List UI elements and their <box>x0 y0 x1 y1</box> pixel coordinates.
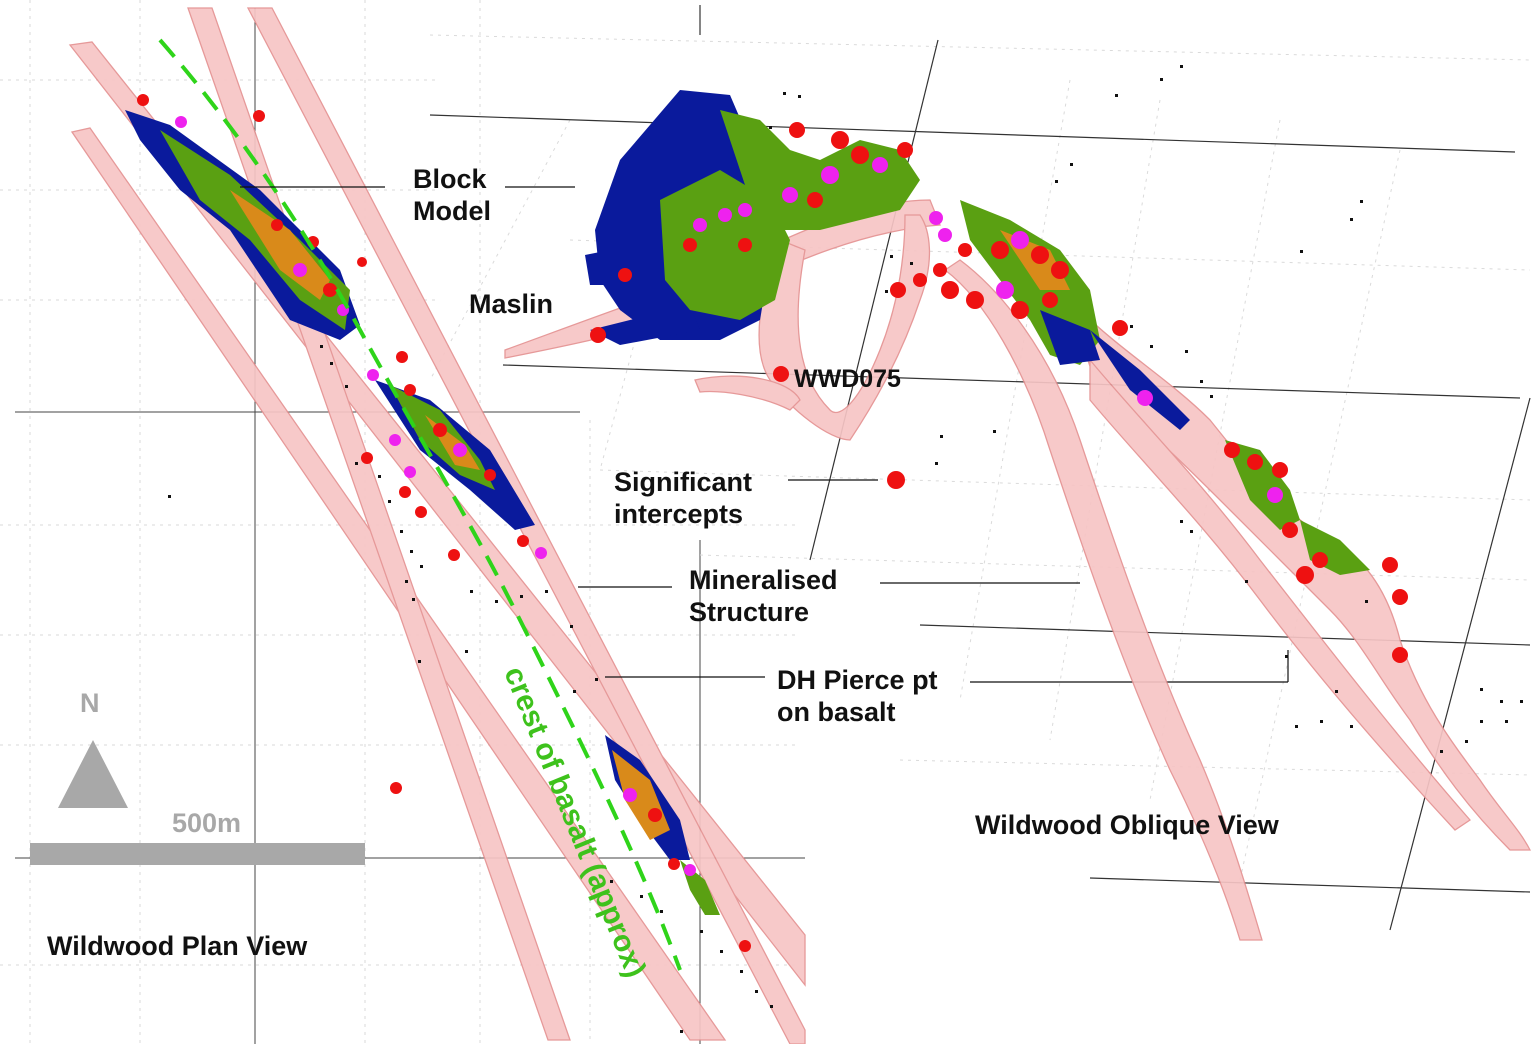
north-arrow-icon <box>58 740 128 808</box>
scale-label: 500m <box>172 808 242 838</box>
significant-intercepts-label: Significant intercepts <box>614 467 753 529</box>
oblique-intercepts <box>590 122 1408 663</box>
plan-view-title: Wildwood Plan View <box>47 931 308 961</box>
wwd075-intercept <box>773 366 789 382</box>
mineralised-structure-label: Mineralised Structure <box>689 565 838 627</box>
block-model-label: Block Model <box>413 164 491 226</box>
oblique-block-model <box>585 90 1370 575</box>
oblique-view-title: Wildwood Oblique View <box>975 810 1279 840</box>
legend-intercept-symbol <box>887 471 905 489</box>
north-label: N <box>80 688 100 718</box>
plan-intercepts <box>137 94 751 952</box>
oblique-pierce-points <box>769 65 1523 753</box>
leader-lines <box>240 186 1289 683</box>
crest-of-basalt-line <box>158 38 682 971</box>
oblique-view-axes <box>429 5 1531 931</box>
scale-bar <box>30 843 365 865</box>
plan-pierce-points <box>168 345 773 1033</box>
dh-pierce-label: DH Pierce pt on basalt <box>777 665 938 727</box>
plan-block-model <box>125 110 720 915</box>
wwd075-label: WWD075 <box>794 365 901 393</box>
maslin-label: Maslin <box>469 289 554 319</box>
oblique-view-grid <box>429 34 1531 881</box>
